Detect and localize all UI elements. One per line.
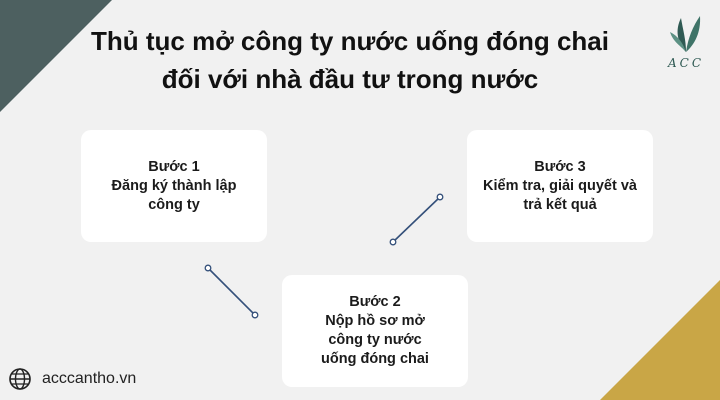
title-line-2: đối với nhà đầu tư trong nước <box>161 64 539 94</box>
step-1-line-1: Đăng ký thành lập <box>111 177 237 194</box>
acc-logo: ACC <box>664 10 708 74</box>
title-line-1: Thủ tục mở công ty nước uống đóng chai <box>91 26 609 56</box>
step-1-label: Bước 1 <box>148 158 200 175</box>
corner-decoration-bottom-right <box>600 280 720 400</box>
corner-decoration-top-left <box>0 0 112 112</box>
website-link[interactable]: acccantho.vn <box>42 370 137 387</box>
step-3-line-1: Kiểm tra, giải quyết và <box>483 177 637 194</box>
step-3-label: Bước 3 <box>534 158 586 175</box>
footer: acccantho.vn <box>8 367 136 391</box>
step-1-card: Bước 1 Đăng ký thành lập công ty <box>81 130 267 242</box>
step-2-line-1: Nộp hồ sơ mở <box>325 313 425 329</box>
connector-step1-step2 <box>204 264 259 319</box>
step-2-label: Bước 2 <box>349 294 401 310</box>
step-2-line-3: uống đóng chai <box>321 351 429 367</box>
leaf-logo-icon <box>670 16 701 52</box>
step-3-line-2: trả kết quả <box>523 196 597 213</box>
page-title: Thủ tục mở công ty nước uống đóng chai đ… <box>60 22 640 98</box>
step-3-card: Bước 3 Kiểm tra, giải quyết và trả kết q… <box>467 130 653 242</box>
connector-step2-step3 <box>389 193 444 246</box>
step-1-line-2: công ty <box>148 196 200 213</box>
logo-text: ACC <box>667 56 705 70</box>
globe-icon <box>9 368 31 390</box>
step-2-line-2: công ty nước <box>328 332 422 348</box>
step-2-card: Bước 2 Nộp hồ sơ mở công ty nước uống đó… <box>282 275 468 387</box>
